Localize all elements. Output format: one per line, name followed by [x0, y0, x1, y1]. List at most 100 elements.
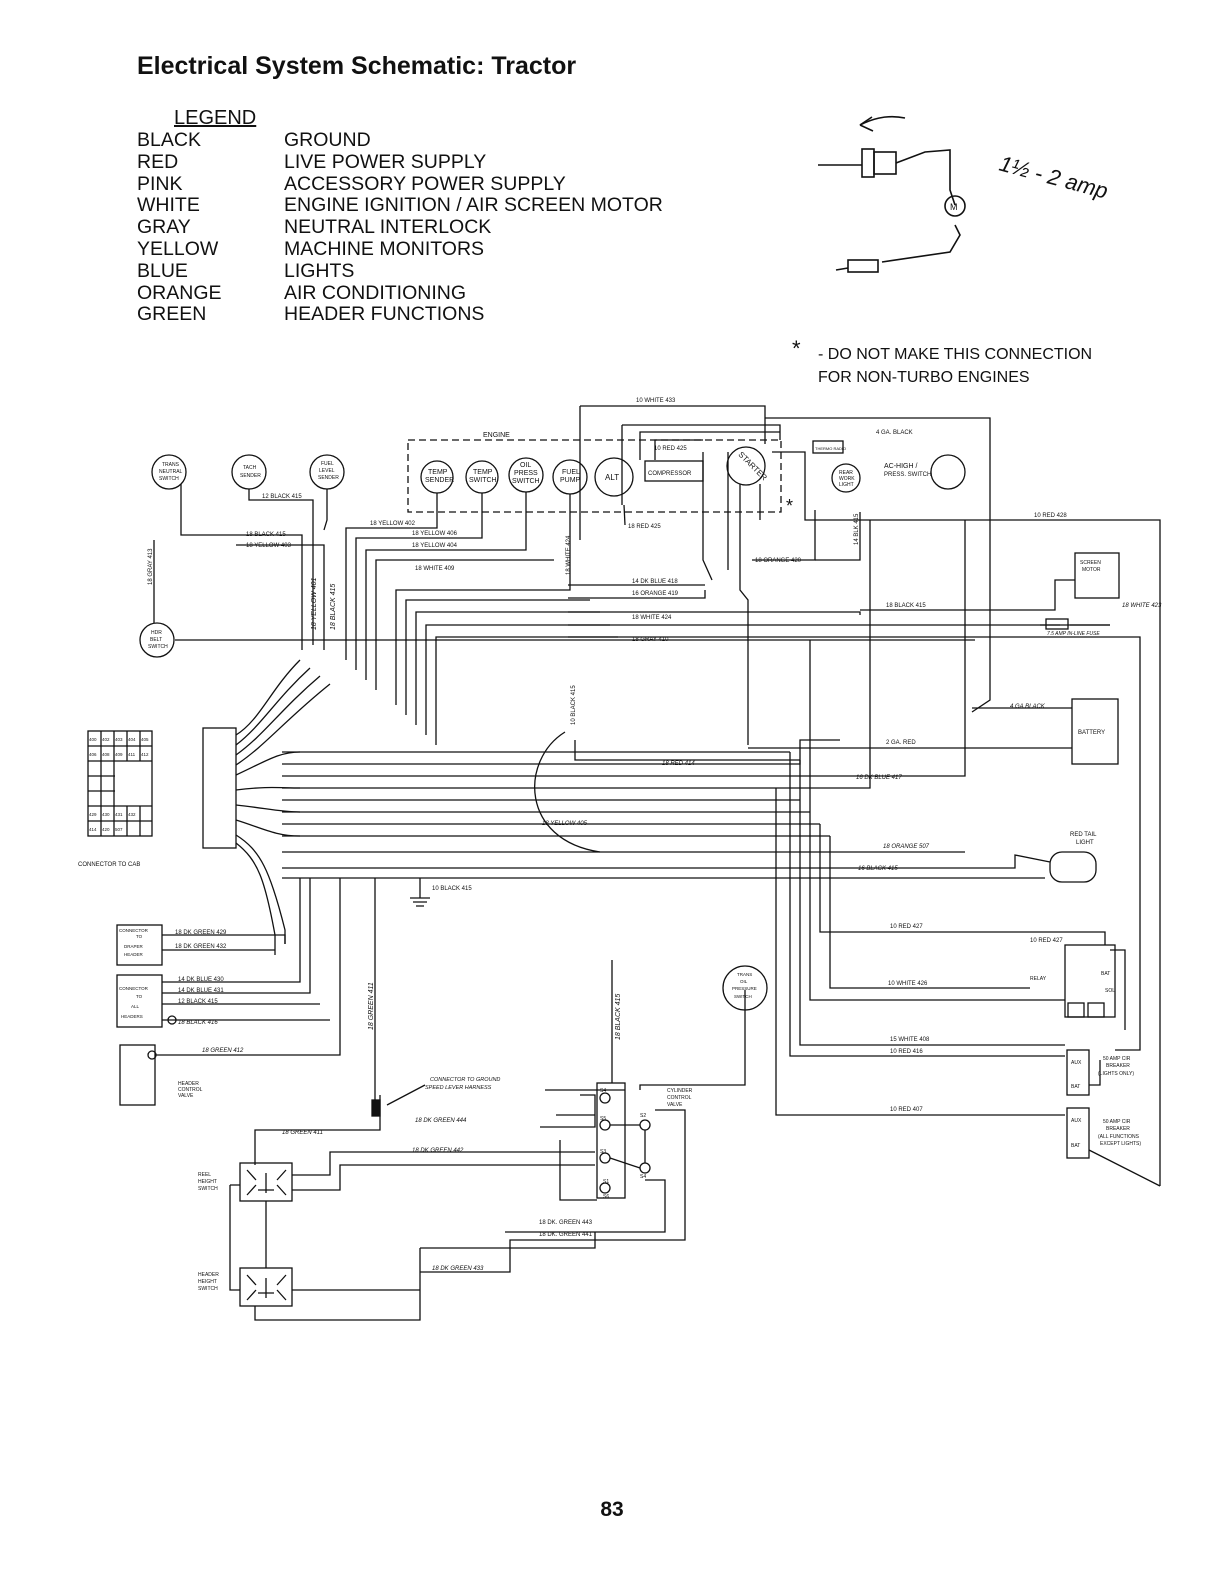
cylinder-valve-label-2: CONTROL: [667, 1095, 692, 1101]
battery-label: BATTERY: [1078, 730, 1105, 736]
trans-oil-pressure-switch-icon: [722, 965, 768, 1011]
valve-port-label: S4: [600, 1088, 606, 1094]
legend-color: RED: [137, 150, 179, 173]
legend-color: GREEN: [137, 303, 207, 326]
wire-label: 14 DK BLUE 418: [632, 579, 678, 585]
wire-label: 4 GA. BLACK: [876, 430, 913, 436]
connector-all-label-1: CONNECTOR: [119, 986, 149, 991]
legend-meaning: LIGHTS: [284, 259, 355, 282]
wire-label: 10 RED 407: [890, 1107, 923, 1113]
valve-port-label: S3: [600, 1149, 606, 1155]
wire-label: 16 DK BLUE 417: [856, 775, 902, 781]
hdr-belt-switch-icon: [139, 622, 175, 658]
wire-label: 18 YELLOW 402: [370, 521, 416, 527]
legend-meaning: MACHINE MONITORS: [284, 237, 485, 260]
wire-label: 4 GA BLACK: [1010, 704, 1046, 710]
wire-label: 10 RED 428: [1034, 513, 1067, 519]
component-labels: 1½ - 2 amp M ENGINE TRANS NEUTRAL SWITCH…: [78, 151, 1141, 1292]
trans-neutral-label-2: NEUTRAL: [159, 469, 183, 475]
wire-label: 10 WHITE 433: [636, 398, 676, 404]
screen-motor-icon: [1074, 552, 1120, 599]
hdr-belt-label-1: HDR: [151, 630, 162, 636]
breaker-aux-label-2: AUX: [1071, 1118, 1082, 1124]
meter-symbol: [944, 195, 966, 217]
ac-high-label-1: AC-HIGH /: [884, 463, 918, 470]
starter-label: STARTER: [737, 450, 769, 482]
breaker-functions-icon: [1066, 1107, 1090, 1159]
reel-height-label-1: REEL: [198, 1172, 211, 1178]
wire-label: 18 BLACK 415: [886, 603, 926, 609]
legend-meaning: ACCESSORY POWER SUPPLY: [284, 172, 566, 195]
wire-label: 15 WHITE 408: [890, 1037, 930, 1043]
wire-label: 18 BLACK 415: [246, 532, 286, 538]
connector-draper-label-3: DRAPER: [124, 944, 144, 949]
relay-icon: [1064, 944, 1116, 1018]
legend-meaning: AIR CONDITIONING: [284, 281, 467, 304]
trans-oil-label-4: SWITCH: [734, 994, 752, 999]
wire-label: 18 RED 425: [628, 524, 661, 530]
oil-press-label-1: OIL: [520, 462, 531, 469]
breaker-lights-icon: [1066, 1049, 1090, 1096]
wire-label: 12 BLACK 415: [262, 494, 302, 500]
grid-cell: 408: [102, 752, 110, 757]
trans-oil-label-2: OIL: [740, 979, 748, 984]
grid-cell: 432: [128, 812, 136, 817]
grid-cell: 400: [89, 737, 97, 742]
wire-label: 16 BLACK 415: [858, 866, 898, 872]
header-control-valve-block: [119, 1044, 156, 1106]
hdr-belt-label-3: SWITCH: [148, 644, 168, 650]
wire-label: 18 WHITE 409: [415, 566, 455, 572]
legend-color: BLACK: [137, 129, 201, 151]
valve-port-label: S1: [603, 1179, 609, 1185]
temp-sender-label-1: TEMP: [428, 469, 448, 476]
wire-label: 18 ORANGE 507: [883, 844, 930, 850]
red-tail-light-label-2: LIGHT: [1076, 840, 1094, 846]
legend-color: YELLOW: [137, 237, 219, 260]
wire-label: 18 BLACK 416: [178, 1020, 218, 1026]
trans-oil-label-3: PRESSURE: [732, 986, 757, 991]
wire-label: 10 BLACK 415: [432, 886, 472, 892]
oil-press-label-2: PRESS: [514, 470, 538, 477]
legend-color: GRAY: [137, 216, 191, 239]
wire-label: 10 BLACK 415: [571, 685, 577, 725]
wire-label: 18 WHITE 424: [632, 615, 672, 621]
header-control-label-3: VALVE: [178, 1093, 194, 1099]
legend-color: BLUE: [137, 259, 188, 282]
legend-heading: LEGEND: [174, 107, 257, 129]
engine-boundary: [407, 439, 782, 513]
breaker-functions-label-1: 50 AMP CIR: [1103, 1119, 1131, 1125]
legend-meaning: ENGINE IGNITION / AIR SCREEN MOTOR: [284, 194, 663, 217]
page-title: Electrical System Schematic: Tractor: [137, 52, 577, 80]
starter-icon: [726, 446, 766, 486]
grid-cell: 412: [141, 752, 149, 757]
rear-work-light-label-1: REAR: [839, 470, 853, 476]
starter-asterisk: *: [786, 496, 793, 516]
grid-cell: 402: [102, 737, 110, 742]
wire-label: 18 YELLOW 405: [542, 821, 588, 827]
wire-label: 18 DK. GREEN 443: [539, 1220, 593, 1226]
note-line-1: - DO NOT MAKE THIS CONNECTION: [818, 346, 1093, 363]
grid-cell: 414: [89, 827, 97, 832]
valve-port-label: S6: [603, 1194, 609, 1200]
fuel-pump-label-2: PUMP: [560, 477, 581, 484]
tach-sender-icon: [231, 454, 267, 490]
tach-sender-label-1: TACH: [243, 465, 257, 471]
trans-neutral-label-1: TRANS: [162, 462, 180, 468]
breaker-functions-label-3: (ALL FUNCTIONS: [1098, 1134, 1140, 1140]
wire-label: 18 WHITE 424: [566, 535, 572, 575]
connector-grid-numbers: 400 402 403 404 405 406 408 409 411 412 …: [89, 737, 149, 832]
valve-port-label: S4: [640, 1174, 646, 1180]
connector-draper-block: [116, 924, 163, 966]
inline-fuse-icon: [1045, 618, 1069, 630]
wire-labels: 10 WHITE 433 4 GA. BLACK 10 RED 425 18 R…: [148, 398, 1162, 1272]
legend-meaning: HEADER FUNCTIONS: [284, 303, 485, 326]
legend-meaning: LIVE POWER SUPPLY: [284, 150, 487, 173]
meter-label: M: [950, 202, 958, 212]
note-line-2: FOR NON-TURBO ENGINES: [818, 369, 1030, 386]
legend-color-column: BLACK RED PINK WHITE GRAY YELLOW BLUE OR…: [137, 129, 222, 326]
valve-port-label: S5: [600, 1116, 606, 1122]
legend-color: ORANGE: [137, 281, 222, 304]
rear-work-light-label-2: WORK: [839, 476, 855, 482]
screen-motor-label-2: MOTOR: [1082, 567, 1101, 573]
